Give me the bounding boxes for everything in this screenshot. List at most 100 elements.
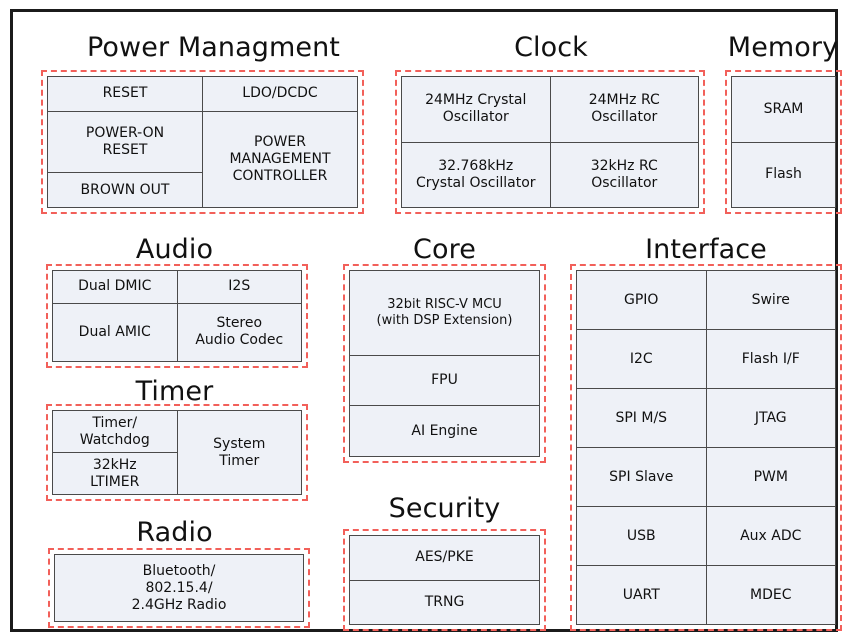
block-trng[interactable]: TRNG <box>349 579 540 625</box>
table-row: Dual DMIC I2S <box>52 270 302 304</box>
power-management-block-table: RESET LDO/DCDC POWER-ON RESET POWER MANA… <box>47 76 358 209</box>
group-title-interface: Interface <box>645 234 767 265</box>
block-32khz-ltimer[interactable]: 32kHz LTIMER <box>52 452 178 495</box>
table-row: BROWN OUT <box>47 172 358 208</box>
radio-block-table: Bluetooth/ 802.15.4/ 2.4GHz Radio <box>54 554 304 622</box>
block-32khz-rc-line1: 32kHz RC <box>590 157 658 174</box>
block-24mhz-crystal-oscillator[interactable]: 24MHz Crystal Oscillator <box>401 76 551 143</box>
block-power-on-reset[interactable]: POWER-ON RESET <box>47 110 203 174</box>
memory-block-table: SRAM Flash <box>731 76 836 208</box>
block-brown-out[interactable]: BROWN OUT <box>47 172 203 208</box>
block-usb[interactable]: USB <box>576 506 707 566</box>
table-row: SPI M/S JTAG <box>576 388 836 448</box>
table-row: UART MDEC <box>576 565 836 625</box>
block-sram[interactable]: SRAM <box>731 76 836 143</box>
group-title-memory: Memory <box>727 32 839 63</box>
block-dual-amic[interactable]: Dual AMIC <box>52 302 178 363</box>
block-i2s[interactable]: I2S <box>176 270 302 304</box>
diagram-outer-frame: Power Managment RESET LDO/DCDC POWER-ON … <box>10 9 842 632</box>
table-row: 32kHz LTIMER <box>52 452 302 495</box>
block-aes-pke[interactable]: AES/PKE <box>349 535 540 581</box>
block-fpu[interactable]: FPU <box>349 354 540 407</box>
group-audio: Dual DMIC I2S Dual AMIC Stereo Audio Cod… <box>46 264 308 368</box>
block-flash-if[interactable]: Flash I/F <box>705 329 836 389</box>
interface-block-table: GPIO Swire I2C Flash I/F SPI M/S JTAG SP… <box>576 270 836 625</box>
table-row: Timer/ Watchdog System Timer <box>52 410 302 495</box>
block-i2c[interactable]: I2C <box>576 329 707 389</box>
block-reset[interactable]: RESET <box>47 76 203 112</box>
table-row: GPIO Swire <box>576 270 836 330</box>
group-title-power-management: Power Managment <box>87 32 340 63</box>
group-title-radio: Radio <box>136 517 213 548</box>
table-row: 32bit RISC-V MCU (with DSP Extension) <box>349 270 540 356</box>
block-flash[interactable]: Flash <box>731 141 836 208</box>
block-24mhz-crystal-line2: Oscillator <box>442 109 509 126</box>
block-spi-ms[interactable]: SPI M/S <box>576 388 707 448</box>
table-row: Flash <box>731 141 836 208</box>
table-row: Bluetooth/ 802.15.4/ 2.4GHz Radio <box>54 554 304 622</box>
block-32khz-rc-line2: Oscillator <box>591 174 658 191</box>
block-jtag[interactable]: JTAG <box>705 388 836 448</box>
block-dual-dmic[interactable]: Dual DMIC <box>52 270 178 304</box>
block-24mhz-rc-oscillator[interactable]: 24MHz RC Oscillator <box>549 76 699 143</box>
block-timer-watchdog-line1: Timer/ <box>92 414 138 431</box>
block-bluetooth-802154-24ghz-radio[interactable]: Bluetooth/ 802.15.4/ 2.4GHz Radio <box>54 554 304 622</box>
group-timer: Timer/ Watchdog System Timer 32kHz LTIME… <box>46 404 308 501</box>
table-row: SPI Slave PWM <box>576 447 836 507</box>
block-stereo-audio-codec[interactable]: Stereo Audio Codec <box>176 302 302 363</box>
block-pmc-line3: CONTROLLER <box>232 167 328 184</box>
group-power-management: RESET LDO/DCDC POWER-ON RESET POWER MANA… <box>41 70 364 214</box>
block-32768khz-crystal-line2: Crystal Oscillator <box>415 174 536 191</box>
block-ai-engine[interactable]: AI Engine <box>349 405 540 457</box>
table-row: SRAM <box>731 76 836 143</box>
block-system-timer[interactable]: System Timer <box>176 410 302 495</box>
block-32khz-ltimer-line1: 32kHz <box>92 456 137 473</box>
block-mcu-line1: 32bit RISC-V MCU <box>387 296 502 312</box>
block-ldo-dcdc[interactable]: LDO/DCDC <box>202 76 358 112</box>
block-mcu-line2: (with DSP Extension) <box>376 312 513 328</box>
core-block-table: 32bit RISC-V MCU (with DSP Extension) FP… <box>349 270 540 457</box>
block-radio-line1: Bluetooth/ <box>142 562 216 579</box>
table-row: FPU <box>349 354 540 407</box>
block-24mhz-crystal-line1: 24MHz Crystal <box>425 92 527 109</box>
block-uart[interactable]: UART <box>576 565 707 625</box>
block-32768khz-crystal-oscillator[interactable]: 32.768kHz Crystal Oscillator <box>401 141 551 208</box>
table-row: AES/PKE <box>349 535 540 581</box>
group-title-core: Core <box>413 234 476 265</box>
audio-block-table: Dual DMIC I2S Dual AMIC Stereo Audio Cod… <box>52 270 302 363</box>
group-clock: 24MHz Crystal Oscillator 24MHz RC Oscill… <box>395 70 705 214</box>
clock-block-table: 24MHz Crystal Oscillator 24MHz RC Oscill… <box>401 76 699 208</box>
group-title-security: Security <box>388 493 501 524</box>
block-32768khz-crystal-line1: 32.768kHz <box>438 157 514 174</box>
group-title-timer: Timer <box>135 376 214 407</box>
table-row: Dual AMIC Stereo Audio Codec <box>52 302 302 363</box>
timer-block-table: Timer/ Watchdog System Timer 32kHz LTIME… <box>52 410 302 495</box>
group-title-audio: Audio <box>135 234 214 265</box>
table-row: I2C Flash I/F <box>576 329 836 389</box>
block-24mhz-rc-line2: Oscillator <box>591 109 658 126</box>
group-memory: SRAM Flash <box>725 70 842 214</box>
block-swire[interactable]: Swire <box>705 270 836 330</box>
block-spi-slave[interactable]: SPI Slave <box>576 447 707 507</box>
block-mdec[interactable]: MDEC <box>705 565 836 625</box>
block-power-on-reset-line2: RESET <box>102 141 148 158</box>
block-pmc-line2: MANAGEMENT <box>229 150 331 167</box>
block-power-on-reset-line1: POWER-ON <box>85 124 165 141</box>
block-gpio[interactable]: GPIO <box>576 270 707 330</box>
group-title-clock: Clock <box>514 32 588 63</box>
block-pwm[interactable]: PWM <box>705 447 836 507</box>
block-32khz-rc-oscillator[interactable]: 32kHz RC Oscillator <box>549 141 699 208</box>
group-radio: Bluetooth/ 802.15.4/ 2.4GHz Radio <box>48 548 310 628</box>
block-24mhz-rc-line1: 24MHz RC <box>588 92 660 109</box>
block-power-management-controller[interactable]: POWER MANAGEMENT CONTROLLER <box>202 110 358 209</box>
group-core: 32bit RISC-V MCU (with DSP Extension) FP… <box>343 264 546 463</box>
table-row: USB Aux ADC <box>576 506 836 566</box>
block-timer-watchdog[interactable]: Timer/ Watchdog <box>52 410 178 453</box>
block-aux-adc[interactable]: Aux ADC <box>705 506 836 566</box>
block-radio-line3: 2.4GHz Radio <box>131 596 227 613</box>
block-32bit-riscv-mcu[interactable]: 32bit RISC-V MCU (with DSP Extension) <box>349 270 540 356</box>
group-security: AES/PKE TRNG <box>343 529 546 631</box>
block-radio-line2: 802.15.4/ <box>145 579 213 596</box>
table-row: TRNG <box>349 579 540 625</box>
